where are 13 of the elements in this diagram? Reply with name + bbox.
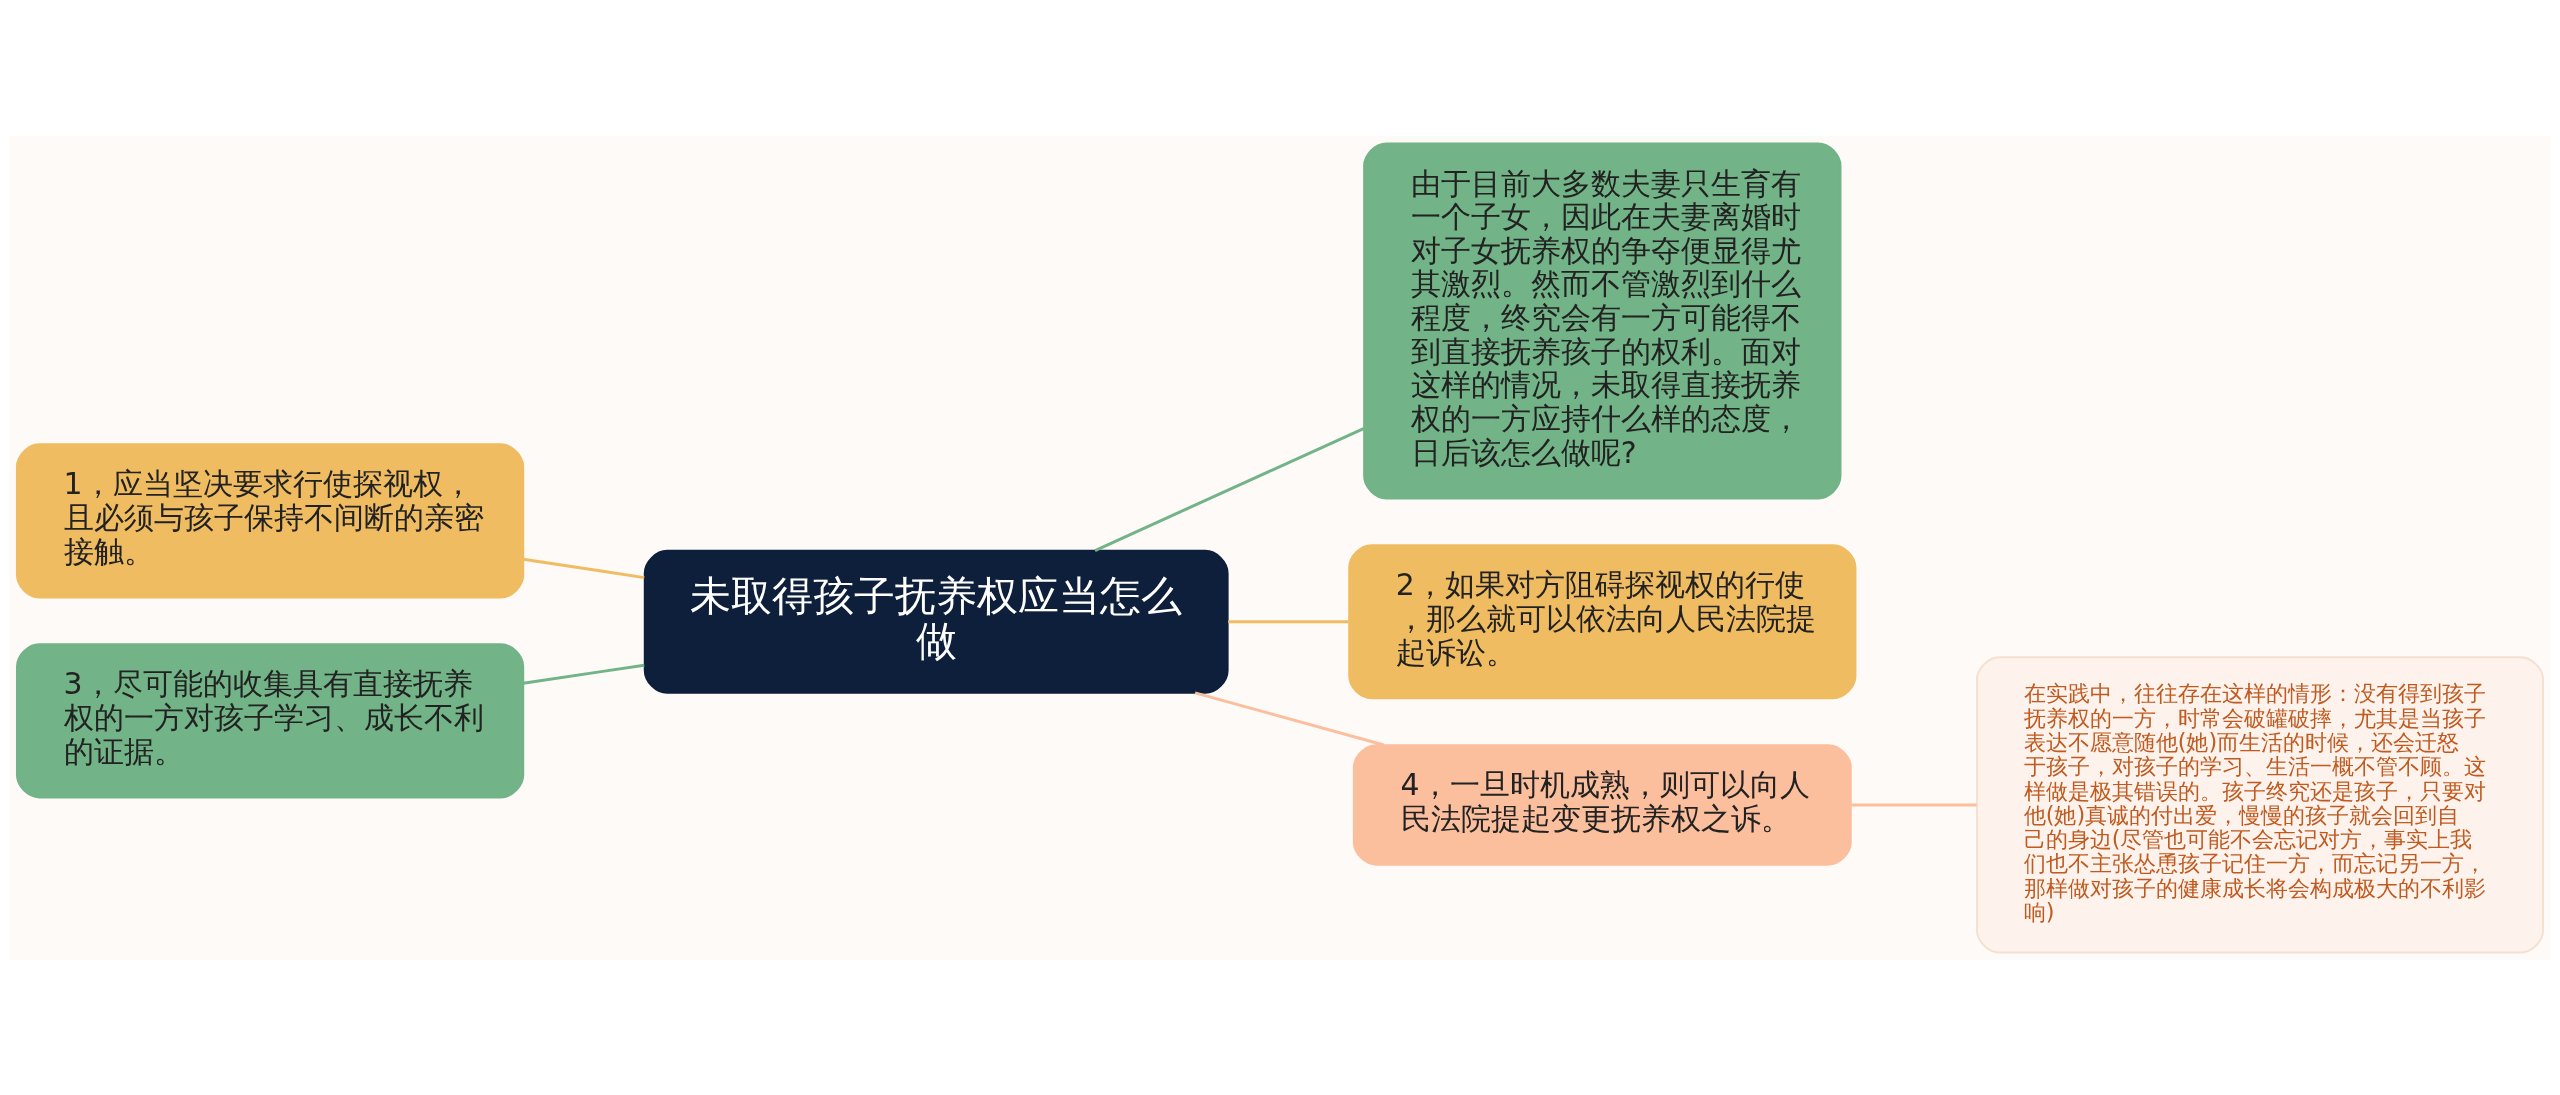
node-box: 4，一旦时机成熟，则可以向人民法院提起变更抚养权之诉。 bbox=[1352, 743, 1852, 866]
connector bbox=[1228, 619, 1349, 623]
connector bbox=[523, 663, 645, 685]
node-box: 由于目前大多数夫妻只生育有一个子女，因此在夫妻离婚时对子女抚养权的争夺便显得尤其激烈。然而不管激烈到什么程度，终究会有一方可能得不到直接抚养孩子的权利。面对这样的情况，未取得直接抚养权的一方应持什么样的态度，日后该怎么做呢? bbox=[1363, 142, 1842, 499]
node-box: 在实践中，往往存在这样的情形：没有得到孩子抚养权的一方，时常会破罐破摔，尤其是当孩子表达不愿意随他(她)而生活的时候，还会迁怒于孩子，对孩子的学习、生活一概不管不顾。这样做是极其错误的。孩子终究还是孩子，只要对他(她)真诚的付出爱，慢慢的孩子就会回到自己的身边(尽管也可能不会忘记对方，事实上我们也不主张怂恿孩子记住一方，而忘记另一方，那样做对孩子的健康成长将会构成极大的不利影响) bbox=[1976, 655, 2545, 953]
connector bbox=[1194, 690, 1385, 746]
connector bbox=[523, 557, 645, 579]
node-box: 1，应当坚决要求行使探视权，且必须与孩子保持不间断的亲密接触。 bbox=[15, 442, 525, 598]
connector bbox=[1851, 802, 1977, 806]
node-box: 未取得孩子抚养权应当怎么做 bbox=[643, 549, 1229, 694]
connector bbox=[1094, 426, 1365, 552]
node-box: 3，尽可能的收集具有直接抚养权的一方对孩子学习、成长不利的证据。 bbox=[15, 642, 525, 798]
node-box: 2，如果对方阻碍探视权的行使，那么就可以依法向人民法院提起诉讼。 bbox=[1348, 543, 1857, 699]
